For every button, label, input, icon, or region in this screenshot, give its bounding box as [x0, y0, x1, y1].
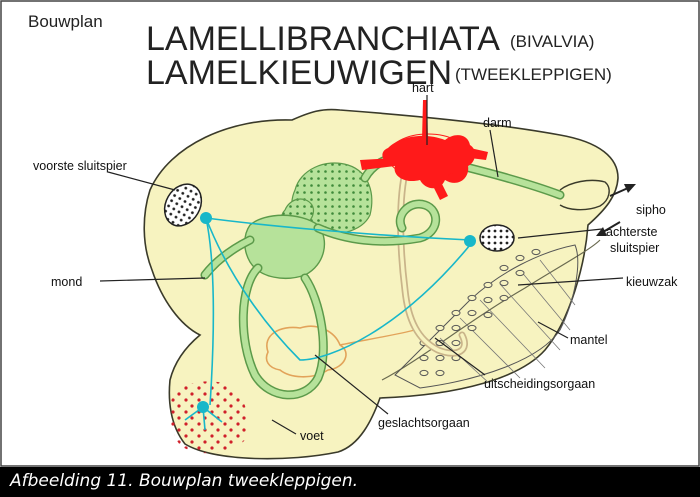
title-line1-sub: (BIVALVIA): [510, 32, 594, 51]
label-darm: darm: [483, 116, 511, 130]
pedal-ganglion: [197, 401, 209, 413]
bivalve-diagram: Bouwplan LAMELLIBRANCHIATA (BIVALVIA) LA…: [0, 0, 700, 467]
label-hart: hart: [412, 81, 434, 95]
title-small: Bouwplan: [28, 12, 103, 31]
caption-bar: Afbeelding 11. Bouwplan tweekleppigen.: [0, 467, 700, 497]
figure-caption: Afbeelding 11. Bouwplan tweekleppigen.: [10, 471, 358, 491]
label-voorste-sluitspier: voorste sluitspier: [33, 159, 127, 173]
label-kieuwzak: kieuwzak: [626, 275, 678, 289]
visceral-ganglion: [464, 235, 476, 247]
posterior-adductor-muscle: [480, 225, 514, 251]
label-uitscheidingsorgaan: uitscheidingsorgaan: [484, 377, 595, 391]
label-voet: voet: [300, 429, 324, 443]
label-mantel: mantel: [570, 333, 608, 347]
title-line2-sub: (TWEEKLEPPIGEN): [455, 65, 612, 84]
title-line2-main: LAMELKIEUWIGEN: [146, 54, 452, 92]
title-line1-main: LAMELLIBRANCHIATA: [146, 20, 500, 58]
label-achterste: achterste: [606, 225, 657, 239]
cerebral-ganglion: [200, 212, 212, 224]
foot-dots-region: [170, 381, 248, 453]
label-sipho: sipho: [636, 203, 666, 217]
label-mond: mond: [51, 275, 82, 289]
label-geslachtsorgaan: geslachtsorgaan: [378, 416, 470, 430]
label-sluitspier: sluitspier: [610, 241, 659, 255]
